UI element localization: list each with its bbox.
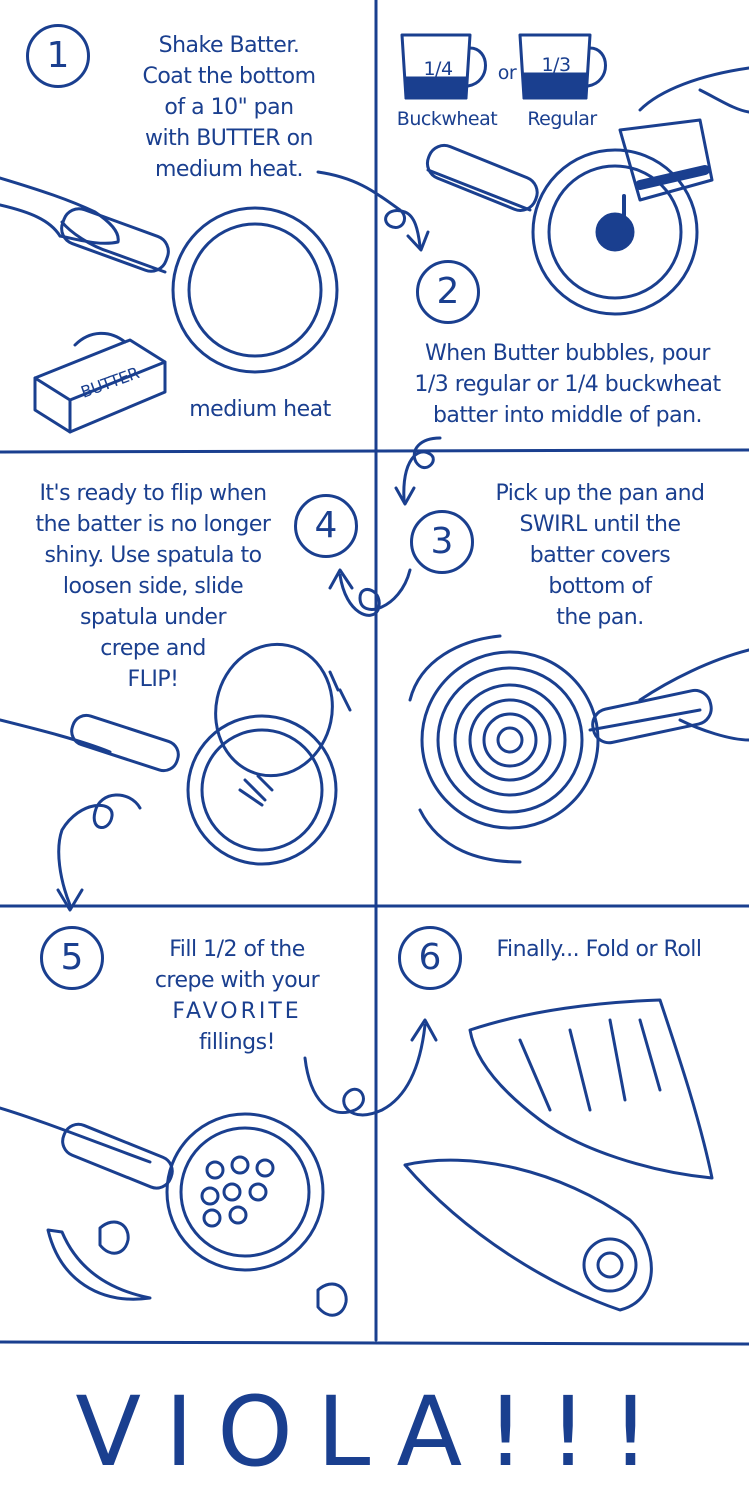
step-4-instructions: It's ready to flip when the batter is no… xyxy=(22,478,284,695)
step-5-line: fillings! xyxy=(199,1030,275,1055)
step-4-line: crepe and xyxy=(100,636,206,661)
arrow-1-to-2-icon xyxy=(316,170,430,252)
step-4-number: 4 xyxy=(294,494,358,558)
step-4-line: loosen side, slide xyxy=(62,574,244,599)
step-4-line: spatula under xyxy=(80,605,227,630)
regular-label: Regular xyxy=(527,108,597,130)
step-3-line: Pick up the pan and xyxy=(495,481,706,506)
step-4-line: FLIP! xyxy=(127,667,180,692)
step-3-instructions: Pick up the pan and SWIRL until the batt… xyxy=(484,478,716,633)
step-5-line: Fill 1/2 of the xyxy=(169,937,305,962)
step-5-line: FAVORITE xyxy=(172,999,302,1024)
step-1-line: with BUTTER on xyxy=(145,126,313,151)
footer-title: VIOLA!!! xyxy=(75,1376,674,1488)
panel-divider-lines xyxy=(0,0,749,1346)
strawberry-icon xyxy=(98,1220,348,1317)
swirl-pan-icon xyxy=(408,634,749,864)
step-1-line: Shake Batter. xyxy=(158,33,300,58)
rolled-crepe-icon xyxy=(403,1158,653,1312)
step-4-line: shiny. Use spatula to xyxy=(44,543,262,568)
banana-icon xyxy=(46,1228,152,1301)
step-3-line: SWIRL until the xyxy=(519,512,681,537)
pouring-pan-icon xyxy=(425,143,699,316)
folded-crepe-icon xyxy=(468,998,714,1180)
arrow-4-to-5-icon xyxy=(56,793,142,912)
step-3-line: bottom of xyxy=(548,574,652,599)
step-5-line: crepe with your xyxy=(154,968,320,993)
arrow-3-to-4-icon xyxy=(328,568,412,617)
arrow-2-to-3-icon xyxy=(394,436,442,506)
buckwheat-cup-icon xyxy=(400,33,487,100)
pan-with-hand-icon xyxy=(0,176,339,374)
step-2-line: batter into middle of pan. xyxy=(432,403,703,428)
step-4-line: the batter is no longer xyxy=(35,512,271,537)
step-1-number: 1 xyxy=(26,24,90,88)
step-2-instructions: When Butter bubbles, pour 1/3 regular or… xyxy=(400,338,735,431)
medium-heat-label: medium heat xyxy=(189,397,331,422)
step-6-number: 6 xyxy=(398,926,462,990)
regular-cup-icon xyxy=(518,33,607,100)
step-3-line: batter covers xyxy=(529,543,671,568)
step-1-line: medium heat. xyxy=(155,157,304,182)
pitcher-hand-icon xyxy=(618,66,749,202)
arrow-5-to-6-icon xyxy=(303,1018,438,1117)
step-5-number: 5 xyxy=(40,926,104,990)
step-6-line: Finally... Fold or Roll xyxy=(496,937,702,962)
step-2-line: 1/3 regular or 1/4 buckwheat xyxy=(414,372,721,397)
step-1-line: Coat the bottom xyxy=(142,64,316,89)
regular-fraction: 1/3 xyxy=(541,54,571,76)
step-4-line: It's ready to flip when xyxy=(39,481,267,506)
buckwheat-fraction: 1/4 xyxy=(423,58,453,80)
step-5-instructions: Fill 1/2 of the crepe with your FAVORITE… xyxy=(122,934,352,1058)
step-1-instructions: Shake Batter. Coat the bottom of a 10" p… xyxy=(104,30,354,185)
step-1-line: of a 10" pan xyxy=(164,95,294,120)
butter-box-icon xyxy=(33,331,167,434)
step-3-number: 3 xyxy=(410,510,474,574)
buckwheat-label: Buckwheat xyxy=(396,108,498,130)
flipping-crepe-icon xyxy=(0,642,352,866)
step-2-number: 2 xyxy=(416,260,480,324)
step-6-instructions: Finally... Fold or Roll xyxy=(474,934,724,965)
or-label: or xyxy=(497,62,517,84)
step-2-line: When Butter bubbles, pour xyxy=(425,341,710,366)
filled-pan-icon xyxy=(0,1106,325,1272)
step-3-line: the pan. xyxy=(556,605,644,630)
